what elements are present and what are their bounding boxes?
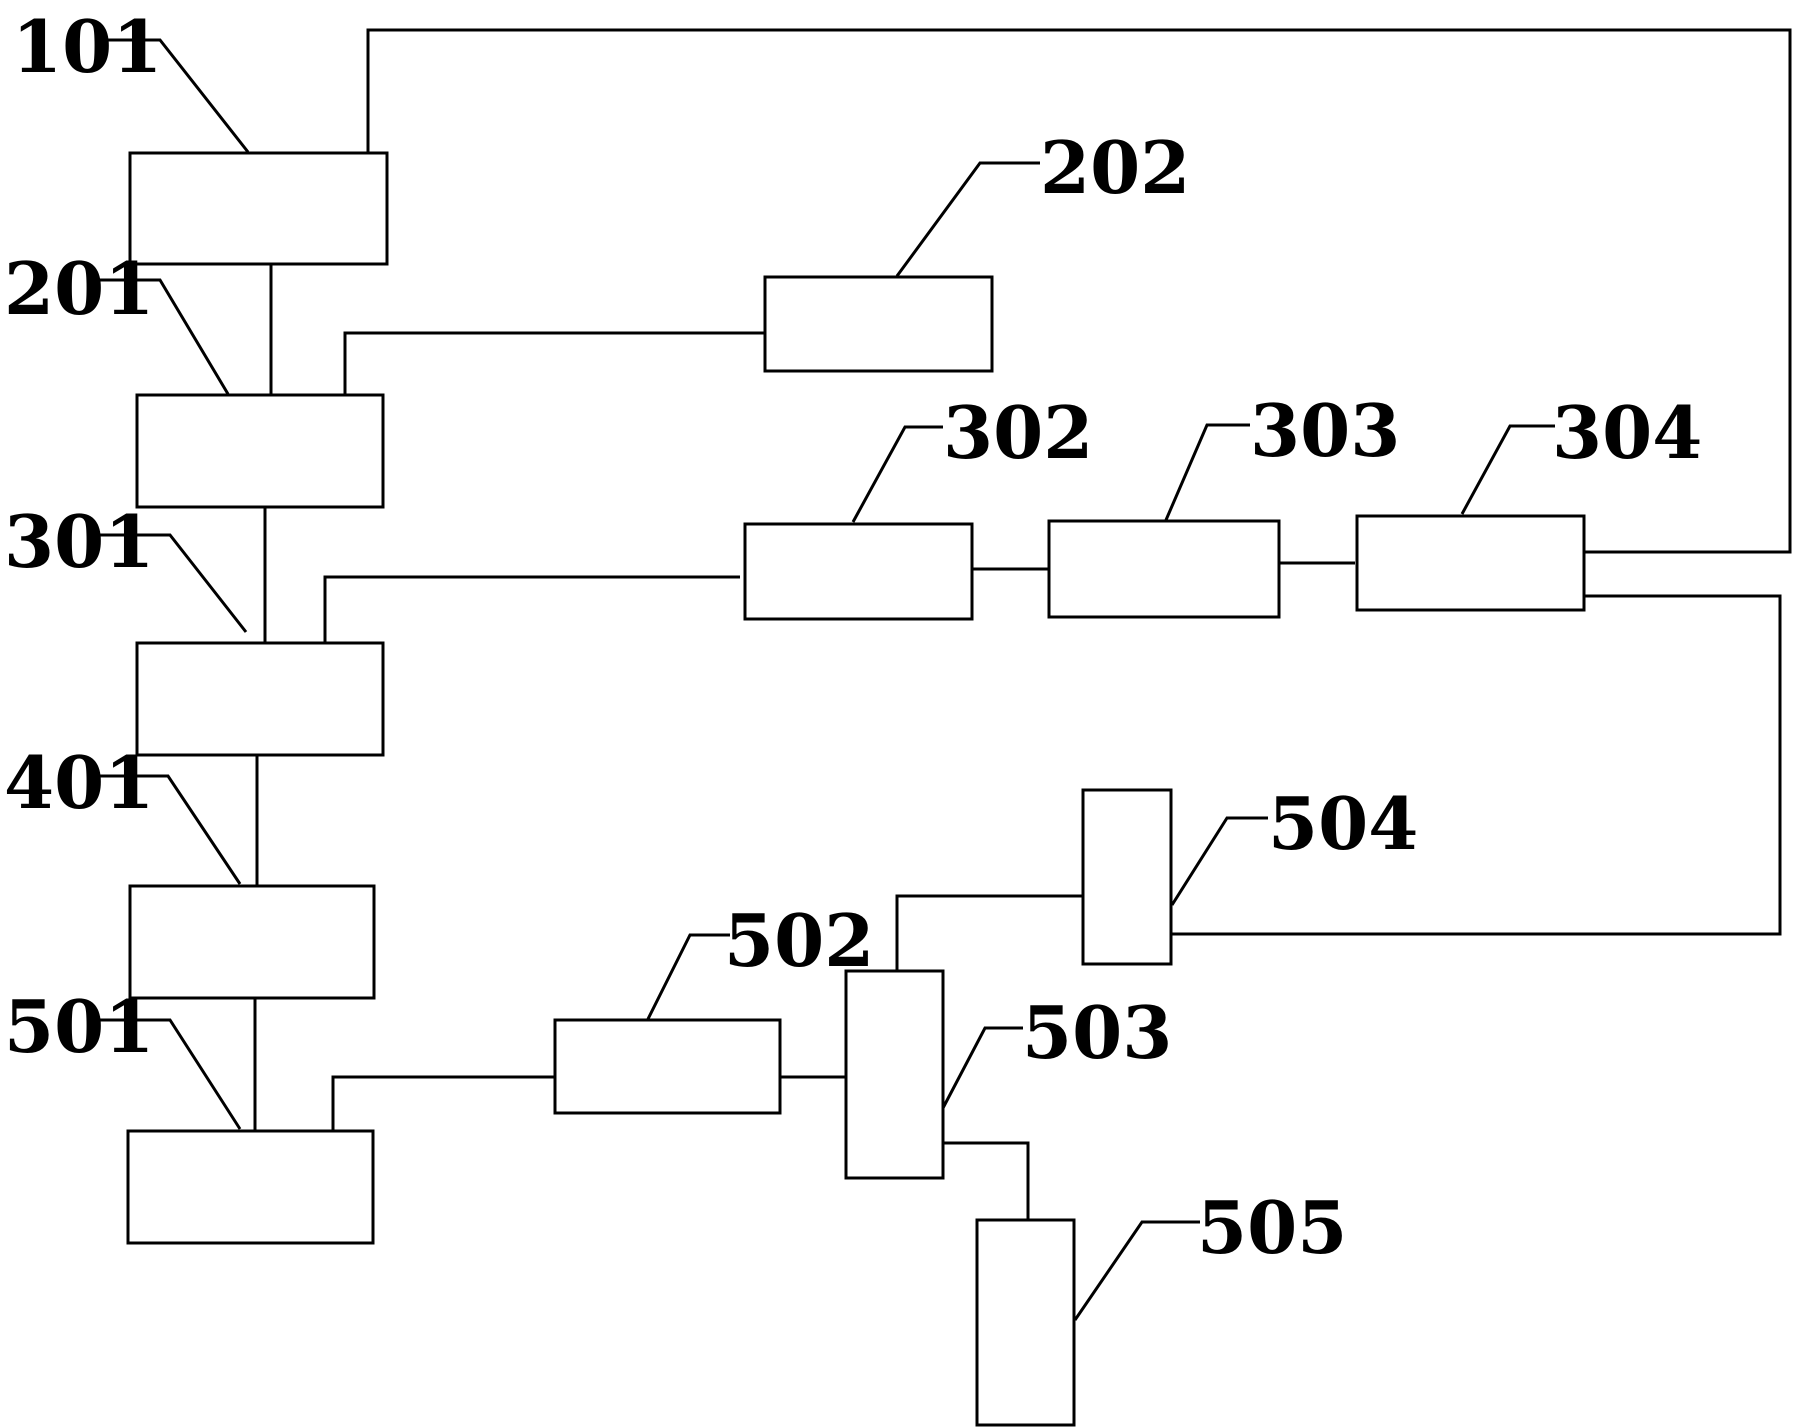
connection-wires — [253, 28, 1792, 1220]
wire-501-to-502 — [331, 1075, 555, 1130]
block-401 — [128, 884, 376, 1000]
leader-201 — [95, 278, 230, 395]
block-302 — [743, 522, 974, 621]
wire-201-to-202 — [343, 331, 765, 394]
label-501: 501 — [4, 984, 154, 1069]
leader-304 — [1460, 424, 1555, 515]
block-505 — [975, 1218, 1076, 1427]
block-502 — [553, 1018, 782, 1115]
leader-302 — [851, 425, 943, 523]
reference-labels: 101 201 202 301 302 303 304 401 501 502 … — [4, 4, 1702, 1270]
label-301: 301 — [4, 499, 154, 584]
block-303 — [1047, 519, 1281, 619]
wire-503-to-504 — [895, 894, 1083, 970]
block-501 — [126, 1129, 375, 1245]
block-304 — [1355, 514, 1586, 612]
leader-503 — [941, 1026, 1023, 1109]
label-504: 504 — [1268, 781, 1418, 866]
leader-502 — [646, 933, 730, 1020]
leader-202 — [895, 161, 1040, 277]
wire-301-to-302 — [323, 575, 740, 642]
block-101 — [128, 151, 389, 266]
label-505: 505 — [1197, 1185, 1347, 1270]
leader-101 — [103, 38, 250, 153]
leader-401 — [95, 774, 242, 885]
label-201: 201 — [4, 246, 154, 331]
leader-303 — [1164, 423, 1250, 521]
label-303: 303 — [1250, 388, 1400, 473]
label-302: 302 — [943, 390, 1093, 475]
leader-501 — [95, 1018, 242, 1130]
block-301 — [135, 641, 385, 757]
block-504 — [1081, 788, 1173, 966]
component-boxes — [126, 151, 1586, 1427]
label-202: 202 — [1040, 125, 1190, 210]
block-202 — [763, 275, 994, 373]
leader-301 — [95, 533, 248, 633]
label-401: 401 — [4, 740, 154, 825]
wire-101-to-304 — [366, 28, 1792, 554]
label-101: 101 — [12, 4, 162, 89]
label-503: 503 — [1022, 990, 1172, 1075]
wire-304-to-504 — [1172, 594, 1782, 936]
leader-504 — [1170, 816, 1268, 906]
label-502: 502 — [724, 898, 874, 983]
leader-505 — [1073, 1220, 1200, 1321]
block-201 — [135, 393, 385, 509]
block-503 — [844, 969, 945, 1180]
wire-503-to-505 — [943, 1141, 1030, 1220]
label-304: 304 — [1552, 390, 1702, 475]
leader-lines — [95, 38, 1555, 1321]
